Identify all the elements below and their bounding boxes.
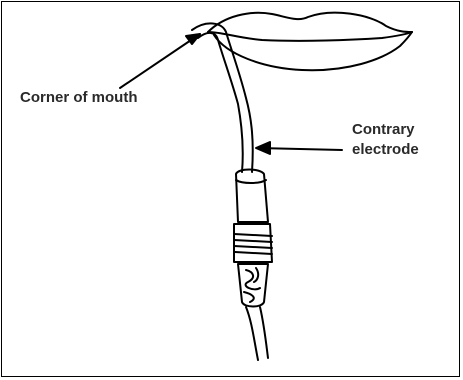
contrary-label-line1: Contrary	[352, 120, 419, 140]
lips-drawing	[208, 13, 412, 71]
corner-pointer-arrow	[120, 34, 200, 88]
electrode-handle	[234, 170, 272, 307]
contrary-label-line2: electrode	[352, 140, 419, 160]
corner-of-mouth-label: Corner of mouth	[20, 88, 138, 108]
contrary-pointer-arrow	[256, 142, 342, 154]
contrary-electrode-label: Contrary electrode	[352, 120, 419, 160]
electrode-cable	[246, 307, 268, 360]
